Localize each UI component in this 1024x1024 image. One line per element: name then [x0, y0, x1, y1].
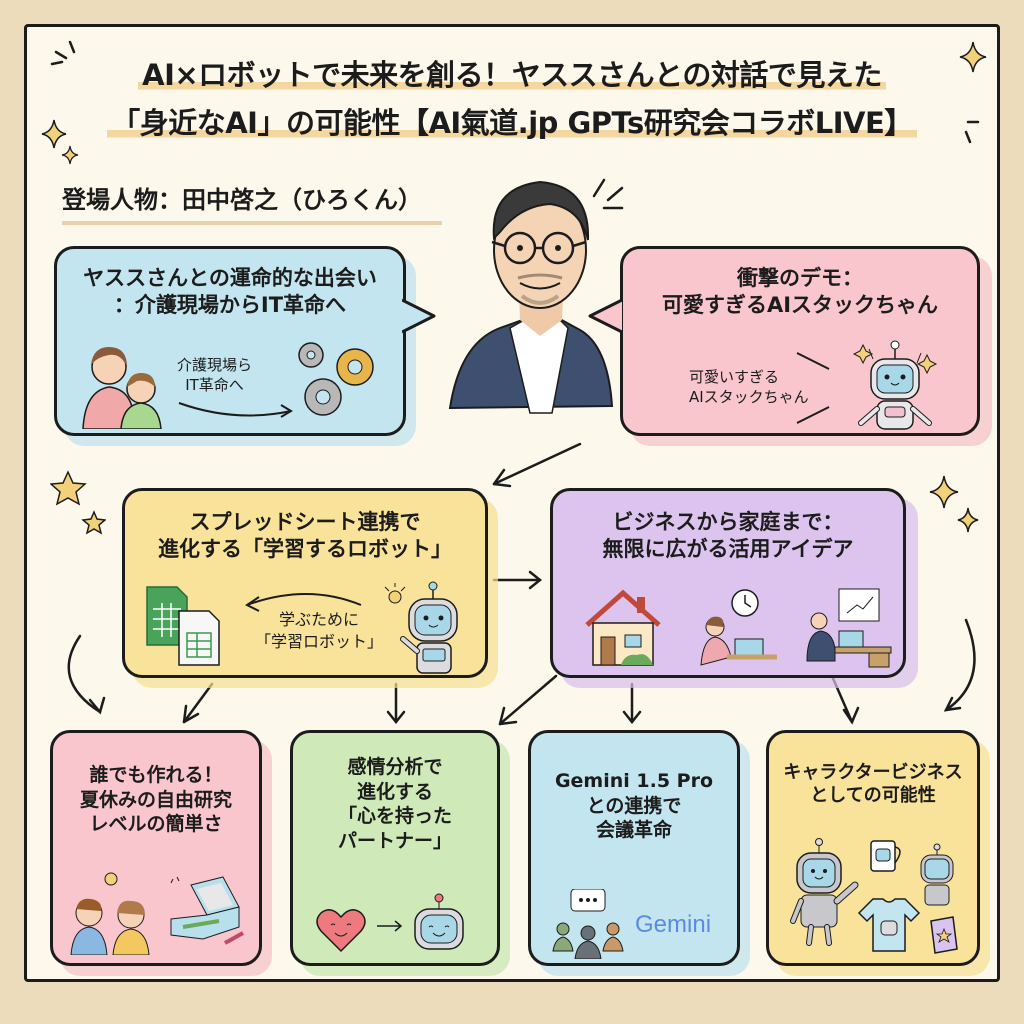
demo-label-line2: AIスタックちゃん: [689, 388, 809, 407]
easy-title-line2: 夏休みの自由研究: [79, 788, 232, 811]
kit-box-icon: [170, 876, 244, 945]
box-gemini: Gemini 1.5 Pro との連携で 会議革命 Gemini: [528, 730, 740, 966]
gemini-title-line2: との連携で: [586, 794, 682, 817]
emotion-title-line2: 進化する: [356, 780, 433, 803]
box-easy: 誰でも作れる！ 夏休みの自由研究 レベルの簡単さ: [50, 730, 262, 966]
kids-icon: [70, 872, 150, 955]
spreadsheet-title-line1: スプレッドシート連携で: [189, 510, 421, 534]
arrow-right-icon: [377, 920, 403, 932]
heart-face-icon: [316, 909, 366, 953]
poster-title-line1: AI×ロボットで未来を創る！ヤススさんとの対話で見えた: [0, 52, 1024, 94]
spreadsheet-label-line2: 「学習ロボット」: [255, 631, 384, 651]
robot-face-icon: [414, 893, 464, 950]
box-business: ビジネスから家庭まで： 無限に広がる活用アイデア: [550, 488, 906, 678]
emotion-title-line3: 「心を持った: [337, 805, 452, 828]
woman-laptop-icon: [700, 589, 777, 666]
business-title-line2: 無限に広がる活用アイデア: [602, 537, 854, 562]
caregiver-child-icon: [82, 347, 162, 429]
pouch-icon: [930, 916, 958, 954]
sparkle-star-icon: [959, 41, 987, 73]
gears-icon: [298, 342, 374, 416]
portrait-illustration: [448, 180, 614, 414]
speech-tail: [588, 298, 623, 334]
box-meeting: ヤススさんとの運命的な出会い ：介護現場からIT革命へ 介護現場ら IT革命へ: [54, 246, 406, 436]
demo-label-line1: 可愛いすぎる: [689, 368, 780, 386]
title-text-line2: 「身近なAI」の可能性【AI氣道.jp GPTs研究会コラボLIVE】: [107, 106, 917, 140]
box-spreadsheet: スプレッドシート連携で 進化する「学習するロボット」 学ぶために 「学習ロボット…: [122, 488, 488, 678]
spreadsheet-title-line2: 進化する「学習するロボット」: [158, 537, 452, 562]
meeting-people-icon: [552, 889, 624, 959]
emotion-title-line4: パートナー」: [337, 830, 452, 853]
box-character: キャラクタービジネス としての可能性: [766, 730, 980, 966]
speech-tail: [402, 298, 436, 334]
sparkle-lines-icon: [50, 40, 76, 66]
curved-arrow-icon: [178, 402, 293, 418]
sparkle-star-icon: [929, 475, 979, 533]
gemini-title-line3: 会議革命: [595, 819, 672, 842]
house-icon: [585, 589, 661, 666]
demo-title-line1: 衝撃のデモ：: [737, 266, 863, 290]
tshirt-icon: [857, 898, 921, 952]
box-emotion: 感情分析で 進化する 「心を持った パートナー」: [290, 730, 500, 966]
mug-icon: [870, 840, 901, 872]
easy-title-line3: レベルの簡単さ: [89, 813, 223, 836]
emphasis-lines-icon: [796, 352, 830, 424]
sparkle-star-icon: [41, 119, 79, 165]
cast-label: 登場人物：田中啓之（ひろくん）: [62, 180, 442, 225]
poster-title-line2: 「身近なAI」の可能性【AI氣道.jp GPTs研究会コラボLIVE】: [0, 100, 1024, 142]
curved-arrow-icon: [245, 593, 362, 612]
emotion-title-line1: 感情分析で: [347, 756, 443, 778]
spreadsheet-icon: [146, 586, 220, 666]
robot-waving-icon: [790, 838, 859, 946]
meeting-label-line2: IT革命へ: [185, 376, 244, 395]
demo-title-line2: 可愛すぎるAIスタックちゃん: [661, 293, 939, 318]
emphasis-lines-icon: [592, 178, 624, 210]
character-title-line2: としての可能性: [810, 785, 936, 807]
meeting-label-line1: 介護現場ら: [177, 356, 253, 374]
gemini-logo: Gemini: [635, 911, 712, 938]
office-worker-icon: [806, 588, 892, 668]
spreadsheet-label-line1: 学ぶために: [279, 610, 360, 629]
star-decoration-icon: [50, 470, 106, 535]
small-robot-icon: [920, 843, 954, 906]
gemini-title-line1: Gemini 1.5 Pro: [554, 770, 714, 792]
robot-lightbulb-icon: [384, 581, 458, 674]
meeting-title-line1: ヤススさんとの運命的な出会い: [83, 266, 377, 290]
business-title-line1: ビジネスから家庭まで：: [612, 510, 844, 534]
character-title-line1: キャラクタービジネス: [783, 762, 963, 783]
meeting-title-line2: ：介護現場からIT革命へ: [113, 293, 347, 318]
cute-robot-icon: [852, 340, 938, 430]
sparkle-lines-icon: [964, 120, 980, 144]
easy-title-line1: 誰でも作れる！: [89, 764, 223, 786]
box-demo: 衝撃のデモ： 可愛すぎるAIスタックちゃん 可愛いすぎる AIスタックちゃん: [620, 246, 980, 436]
title-text-line1: AI×ロボットで未来を創る！ヤススさんとの対話で見えた: [138, 58, 886, 92]
